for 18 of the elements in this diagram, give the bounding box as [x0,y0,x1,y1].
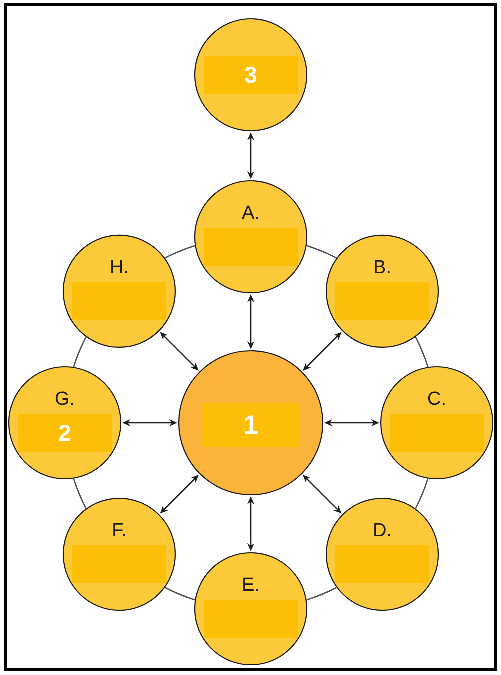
answer-box: 3 [204,56,298,94]
ring-line [415,478,429,510]
answer-box: 2 [18,414,112,452]
ring-line [73,336,87,368]
ring-line [164,587,196,601]
answer-box: 1 [202,403,300,447]
ring-line [306,587,338,601]
answer-box [336,282,430,320]
answer-box [204,228,298,266]
answer-box [336,546,430,584]
ring-line [73,478,87,510]
answer-box [72,546,166,584]
ring-line [306,245,338,259]
answer-box [390,414,484,452]
answer-box [72,282,166,320]
ring-line [164,245,196,259]
answer-box [204,600,298,638]
ring-line [415,336,429,368]
